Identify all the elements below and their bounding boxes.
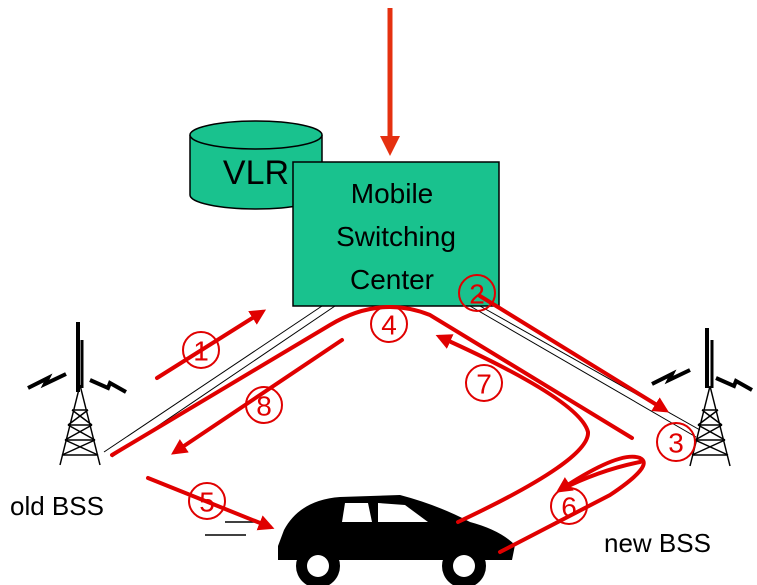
link-msc-old-bss-1 bbox=[103, 305, 323, 453]
svg-text:3: 3 bbox=[668, 428, 684, 459]
step-7-marker: 7 bbox=[465, 364, 503, 402]
msc-label-line1: Mobile bbox=[351, 178, 433, 209]
step-6-marker: 6 bbox=[550, 487, 588, 525]
step-8-marker: 8 bbox=[245, 386, 283, 424]
svg-text:4: 4 bbox=[381, 310, 397, 341]
arrow-step-2 bbox=[478, 294, 670, 413]
arrow-step-8 bbox=[171, 338, 344, 455]
arrow-step-1 bbox=[155, 309, 267, 380]
vlr-database: VLR bbox=[189, 120, 323, 210]
step-4-marker: 4 bbox=[370, 305, 408, 343]
old-bss-tower-icon bbox=[27, 322, 127, 466]
msc-box: Mobile Switching Center bbox=[292, 161, 500, 307]
step-3-marker: 3 bbox=[656, 422, 696, 462]
svg-text:8: 8 bbox=[256, 391, 272, 422]
svg-text:6: 6 bbox=[561, 492, 577, 523]
msc-label-line2: Switching bbox=[336, 221, 456, 252]
vlr-label: VLR bbox=[223, 154, 289, 192]
new-bss-label: new BSS bbox=[604, 528, 711, 558]
step-5-marker: 5 bbox=[188, 482, 226, 520]
msc-label-line3: Center bbox=[350, 264, 434, 295]
new-bss-tower-icon bbox=[651, 328, 753, 467]
arrow-step-5 bbox=[146, 476, 275, 531]
svg-text:2: 2 bbox=[469, 279, 485, 310]
svg-text:5: 5 bbox=[199, 487, 215, 518]
arrow-step-6 bbox=[498, 454, 646, 554]
link-msc-new-bss-1 bbox=[469, 305, 697, 438]
step-2-marker: 2 bbox=[458, 274, 496, 312]
svg-text:1: 1 bbox=[193, 336, 209, 367]
arrow-step-7 bbox=[435, 334, 590, 524]
mobile-car-icon bbox=[205, 495, 515, 585]
svg-text:7: 7 bbox=[476, 369, 492, 400]
old-bss-label: old BSS bbox=[10, 491, 104, 521]
arrow-step-6-out bbox=[558, 460, 642, 492]
step-1-marker: 1 bbox=[182, 331, 220, 369]
